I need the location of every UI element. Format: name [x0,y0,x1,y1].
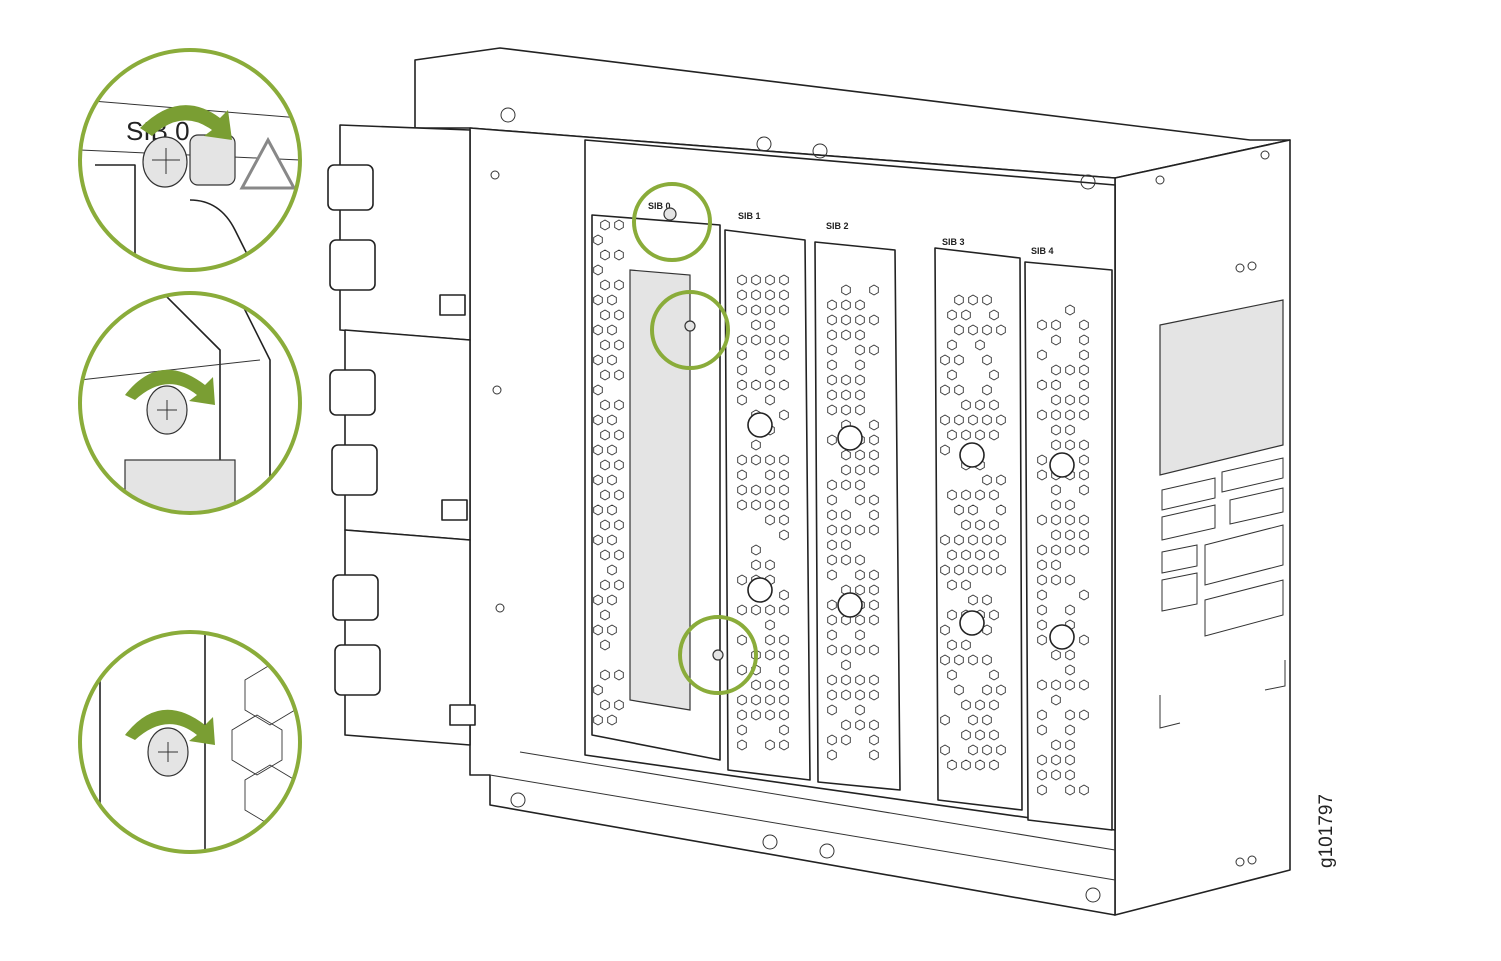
power-supplies [328,125,475,745]
captive-screw-icon [713,650,723,660]
power-supply-2 [330,330,470,540]
callout-magnified-top: SIB 0 [80,50,300,290]
captive-screw-icon [685,321,695,331]
slot-label-sib-2: SIB 2 [826,221,849,231]
power-supply-3 [333,530,475,745]
slot-label-sib-3: SIB 3 [942,237,965,247]
captive-screw-icon [664,208,676,220]
slot-label-sib-4: SIB 4 [1031,246,1054,256]
callout-magnified-middle [80,290,300,520]
sib-cards [592,215,1112,830]
slot-label-sib-1: SIB 1 [738,211,761,221]
chassis-side-panel [1115,140,1290,915]
callout-magnified-bottom [80,632,300,855]
power-supply-1 [328,125,470,340]
figure-id-label: g101797 [1316,794,1337,868]
captive-screw-icon [143,137,187,187]
